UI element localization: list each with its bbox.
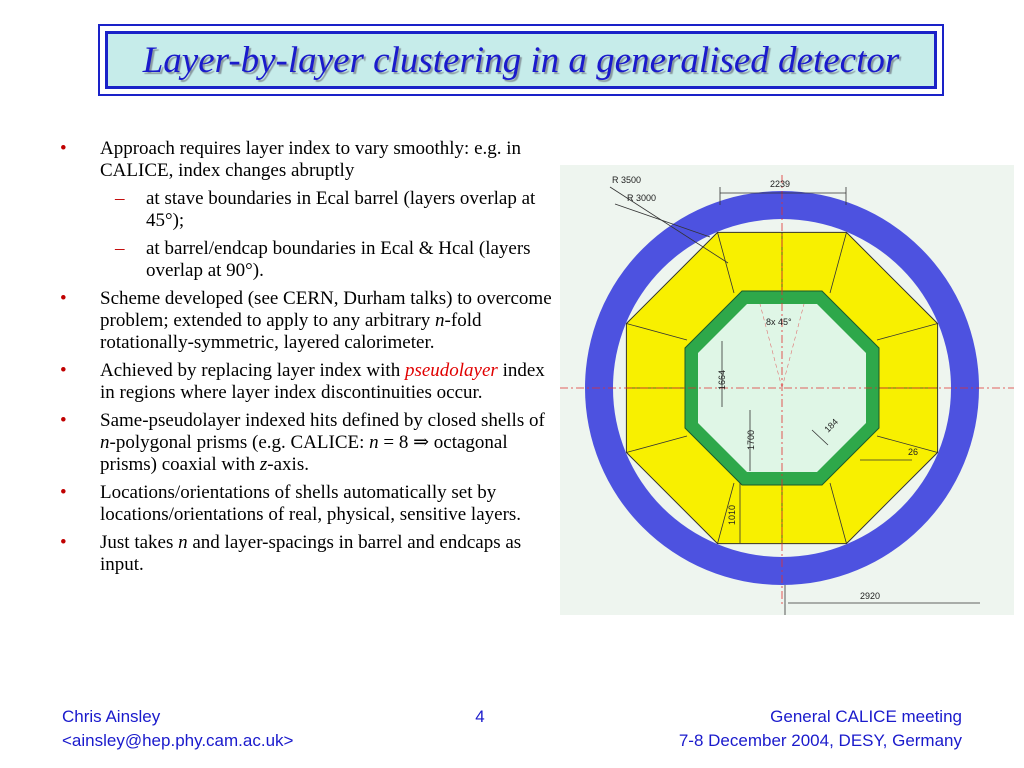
math-z: z <box>259 454 268 475</box>
meeting-name: General CALICE meeting <box>770 707 962 726</box>
dash-marker-icon: – <box>115 188 125 209</box>
bullet-marker-icon: • <box>60 532 67 553</box>
footer-meeting: General CALICE meeting 7-8 December 2004… <box>679 705 962 753</box>
bullet-text: index in regions where layer index disco… <box>100 360 545 403</box>
math-n: n <box>369 432 379 453</box>
footer-author: Chris Ainsley <ainsley@hep.phy.cam.ac.uk… <box>62 705 293 753</box>
bullet-text: -polygonal prisms (e.g. CALICE: <box>109 432 370 453</box>
dash-marker-icon: – <box>115 238 125 259</box>
r3500-label: R 3500 <box>612 175 641 185</box>
d1664-label: 1664 <box>717 370 727 390</box>
bullet-list: • Approach requires layer index to vary … <box>58 138 558 582</box>
bullet-text: -axis. <box>267 454 309 475</box>
bullet-item: • Scheme developed (see CERN, Durham tal… <box>58 288 558 354</box>
d2239-label: 2239 <box>770 179 790 189</box>
bullet-item: • Same-pseudolayer indexed hits defined … <box>58 410 558 476</box>
math-n: n <box>100 432 110 453</box>
bullet-text: Scheme developed (see CERN, Durham talks… <box>100 288 552 331</box>
bullet-text: Just takes <box>100 532 179 553</box>
math-n: n <box>435 310 445 331</box>
title-frame: Layer-by-layer clustering in a generalis… <box>98 24 944 96</box>
bullet-text: Same-pseudolayer indexed hits defined by… <box>100 410 545 431</box>
angle-guides <box>759 303 805 389</box>
author-email: <ainsley@hep.phy.cam.ac.uk> <box>62 731 294 750</box>
bullet-item: • Approach requires layer index to vary … <box>58 138 558 182</box>
bullet-marker-icon: • <box>60 482 67 503</box>
slide-title: Layer-by-layer clustering in a generalis… <box>142 39 900 81</box>
sub-bullet-item: – at stave boundaries in Ecal barrel (la… <box>58 188 558 232</box>
d1700-label: 1700 <box>746 430 756 450</box>
sub-bullet-item: – at barrel/endcap boundaries in Ecal & … <box>58 238 558 282</box>
pseudolayer-emphasis: pseudolayer <box>404 360 498 381</box>
bullet-item: • Locations/orientations of shells autom… <box>58 482 558 526</box>
bullet-marker-icon: • <box>60 138 67 159</box>
bullet-marker-icon: • <box>60 360 67 381</box>
d1010-label: 1010 <box>727 505 737 525</box>
title-panel: Layer-by-layer clustering in a generalis… <box>105 31 937 89</box>
author-name: Chris Ainsley <box>62 707 161 726</box>
bullet-item: • Just takes n and layer-spacings in bar… <box>58 532 558 576</box>
sub-bullet-text: at stave boundaries in Ecal barrel (laye… <box>146 188 536 231</box>
bullet-marker-icon: • <box>60 410 67 431</box>
bullet-text: and layer-spacings in barrel and endcaps… <box>100 532 522 575</box>
d2920-label: 2920 <box>860 591 880 601</box>
detector-cross-section-diagram: R 3500 R 3000 2239 8x 45° 1664 1700 184 … <box>560 165 1014 615</box>
angle-label: 8x 45° <box>766 317 792 327</box>
bullet-text: Achieved by replacing layer index with <box>100 360 405 381</box>
bullet-text: -fold rotationally-symmetric, layered ca… <box>100 310 482 353</box>
bullet-text: Locations/orientations of shells automat… <box>100 482 522 525</box>
bullet-text: Approach requires layer index to vary sm… <box>100 138 522 181</box>
math-n: n <box>178 532 188 553</box>
center-axes <box>560 175 1014 605</box>
dimension-lines <box>609 186 980 615</box>
bullet-item: • Achieved by replacing layer index with… <box>58 360 558 404</box>
sub-bullet-text: at barrel/endcap boundaries in Ecal & Hc… <box>146 238 531 281</box>
bullet-marker-icon: • <box>60 288 67 309</box>
meeting-date-place: 7-8 December 2004, DESY, Germany <box>678 731 962 750</box>
page-number: 4 <box>475 707 485 726</box>
r3000-label: R 3000 <box>627 193 656 203</box>
bullet-text: = 8 ⇒ octagonal prisms) coaxial with <box>100 432 508 475</box>
d26-label: 26 <box>908 447 918 457</box>
dimension-labels: R 3500 R 3000 2239 8x 45° 1664 1700 184 … <box>612 175 918 601</box>
